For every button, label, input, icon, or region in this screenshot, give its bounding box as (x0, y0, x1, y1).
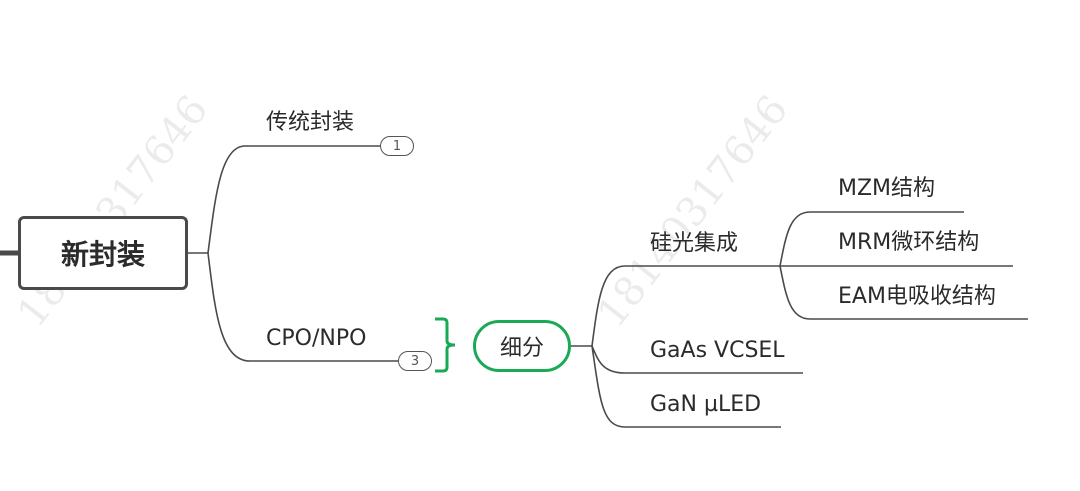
branch-line-traditional (207, 145, 380, 254)
line-gan-uled (591, 345, 781, 428)
branch-line-cpo (207, 252, 398, 362)
node-mzm[interactable]: MZM结构 (838, 176, 936, 201)
branch-node-traditional[interactable]: 传统封装 (266, 110, 355, 135)
summary-node-label: 细分 (499, 336, 544, 361)
line-silicon-photonics (591, 265, 780, 347)
root-node[interactable]: 新封装 (18, 216, 188, 290)
node-mrm[interactable]: MRM微环结构 (838, 230, 980, 255)
line-eam (779, 265, 1028, 320)
node-gan-uled[interactable]: GaN µLED (650, 392, 762, 417)
collapse-count-badge[interactable]: 1 (380, 136, 414, 156)
node-gaas-vcsel[interactable]: GaAs VCSEL (650, 338, 785, 363)
branch-node-cpo-npo[interactable]: CPO/NPO (266, 326, 367, 351)
collapse-count-badge[interactable]: 3 (398, 351, 432, 371)
summary-brace (435, 317, 456, 373)
summary-node[interactable]: 细分 (473, 320, 571, 372)
line-gaas-vcsel (591, 345, 803, 374)
node-silicon-photonics[interactable]: 硅光集成 (650, 231, 739, 256)
node-eam[interactable]: EAM电吸收结构 (838, 284, 996, 309)
root-node-label: 新封装 (60, 238, 145, 271)
line-mzm (779, 211, 964, 267)
